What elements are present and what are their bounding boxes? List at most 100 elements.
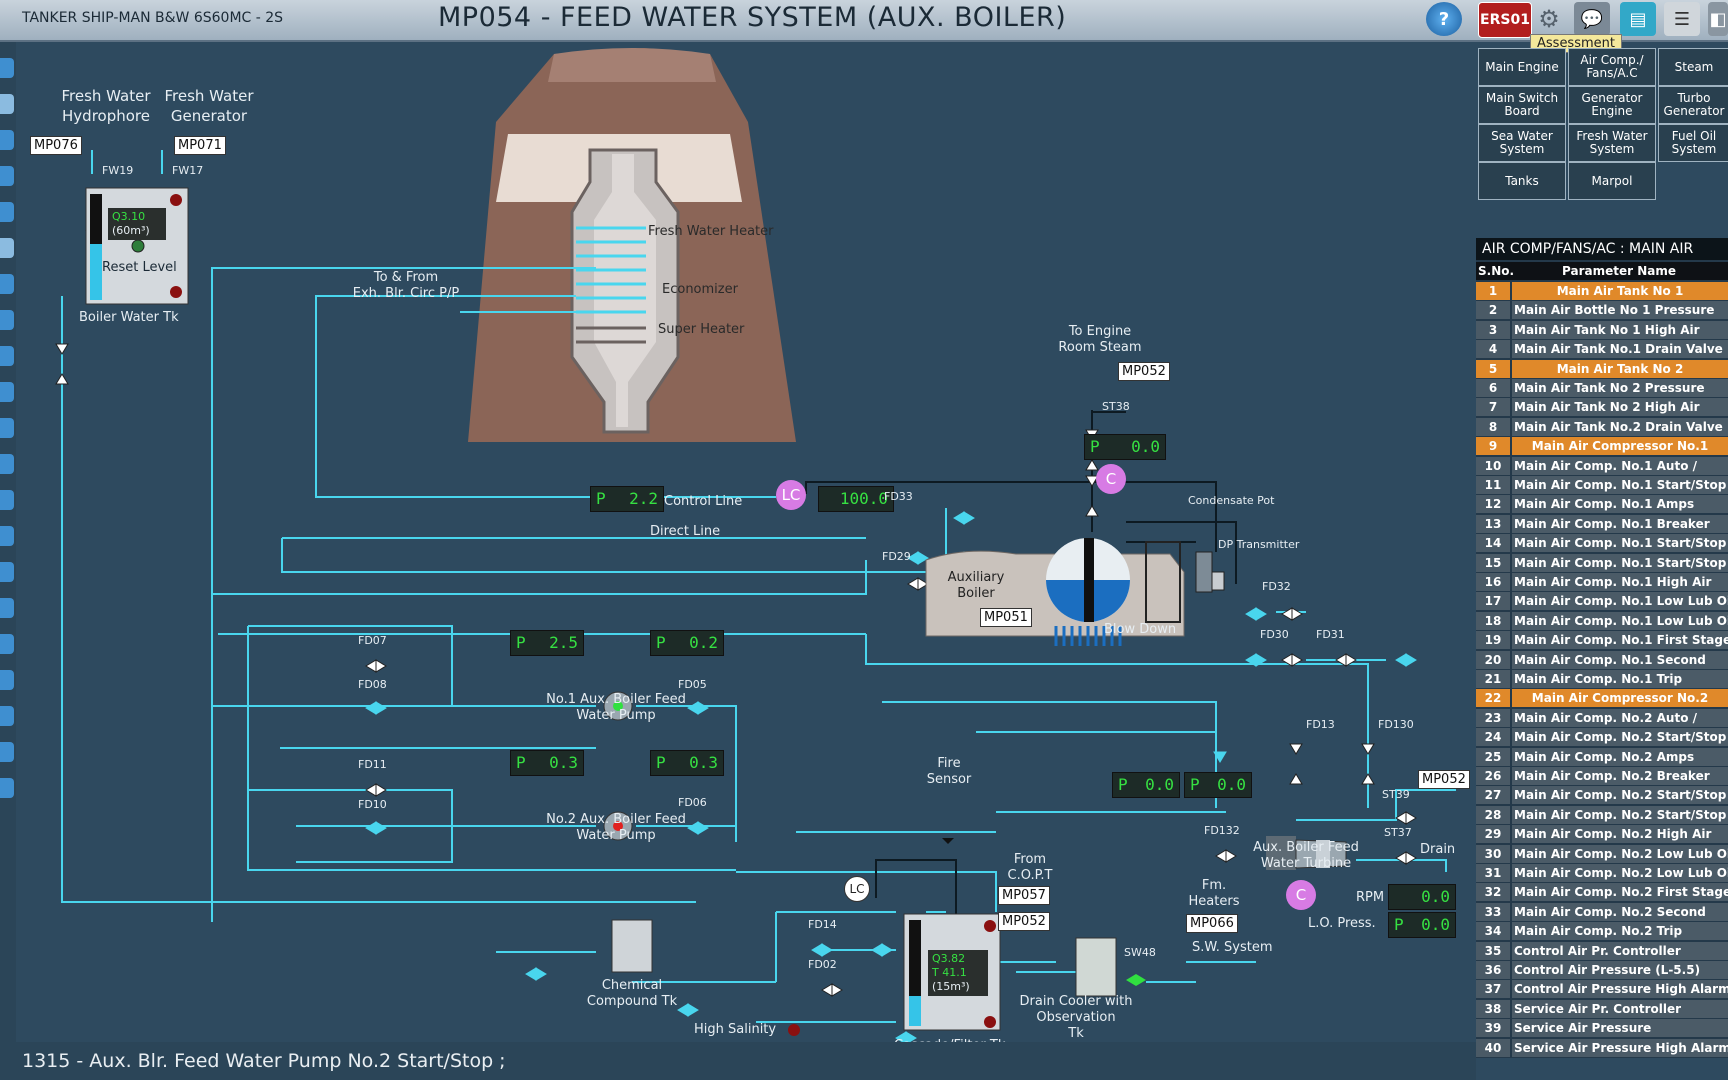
turbine-controller[interactable]: C xyxy=(1286,880,1316,910)
chat-icon[interactable]: 💬 xyxy=(1574,2,1610,36)
parameter-row-name: Main Air Comp. No.1 Start/Stop xyxy=(1512,476,1728,494)
parameter-row-name: Main Air Comp. No.1 Trip xyxy=(1512,670,1728,688)
reset-level-button[interactable]: Reset Level xyxy=(102,260,177,275)
nav-air-comp[interactable]: Air Comp./ Fans/A.C xyxy=(1568,48,1656,86)
nav-fresh-water[interactable]: Fresh Water System xyxy=(1568,124,1656,162)
mp066-link[interactable]: MP066 xyxy=(1186,914,1238,933)
mp076-link[interactable]: MP076 xyxy=(30,136,82,155)
left-tab[interactable] xyxy=(0,418,14,438)
parameter-row-number: 7 xyxy=(1476,398,1510,417)
nav-tanks[interactable]: Tanks xyxy=(1478,162,1566,200)
left-tab[interactable] xyxy=(0,238,14,258)
pressure-controller[interactable]: C xyxy=(1096,464,1126,494)
mp057-link[interactable]: MP057 xyxy=(998,886,1050,905)
nav-main-switch-board[interactable]: Main Switch Board xyxy=(1478,86,1566,124)
left-tab[interactable] xyxy=(0,706,14,726)
nav-steam[interactable]: Steam xyxy=(1658,48,1728,86)
list-icon[interactable]: ☰ xyxy=(1664,2,1700,36)
help-icon[interactable]: ? xyxy=(1426,2,1462,36)
left-tab[interactable] xyxy=(0,310,14,330)
left-tab[interactable] xyxy=(0,778,14,798)
pump2-label: No.2 Aux. Boiler Feed Water Pump xyxy=(546,812,686,843)
nav-marpol[interactable]: Marpol xyxy=(1568,162,1656,200)
left-tab[interactable] xyxy=(0,490,14,510)
nav-sea-water[interactable]: Sea Water System xyxy=(1478,124,1566,162)
mp052-turbine-link[interactable]: MP052 xyxy=(1418,770,1470,789)
level-controller[interactable]: LC xyxy=(776,480,806,510)
left-tab[interactable] xyxy=(0,454,14,474)
mp052-copt-link[interactable]: MP052 xyxy=(998,912,1050,931)
left-tab[interactable] xyxy=(0,346,14,366)
mp051-link[interactable]: MP051 xyxy=(980,608,1032,627)
document-icon[interactable]: ▤ xyxy=(1620,2,1656,36)
left-tab[interactable] xyxy=(0,598,14,618)
mp052-link[interactable]: MP052 xyxy=(1118,362,1170,381)
parameter-row-name: Service Air Pressure xyxy=(1512,1019,1728,1038)
left-tab[interactable] xyxy=(0,562,14,582)
left-tab[interactable] xyxy=(0,58,14,78)
left-tab[interactable] xyxy=(0,670,14,690)
mp071-link[interactable]: MP071 xyxy=(174,136,226,155)
parameter-row-number: 22 xyxy=(1476,689,1510,708)
close-icon[interactable]: ◧ xyxy=(1708,2,1728,36)
left-tab[interactable] xyxy=(0,634,14,654)
gear-icon[interactable]: ⚙ xyxy=(1538,5,1560,33)
nav-fuel-oil[interactable]: Fuel Oil System xyxy=(1658,124,1728,162)
left-tab[interactable] xyxy=(0,166,14,186)
user-badge[interactable]: ERS01 xyxy=(1478,2,1532,38)
left-tab[interactable] xyxy=(0,382,14,402)
left-tab[interactable] xyxy=(0,94,14,114)
left-tab[interactable] xyxy=(0,130,14,150)
left-tab[interactable] xyxy=(0,526,14,546)
left-tab[interactable] xyxy=(0,274,14,294)
nav-main-engine[interactable]: Main Engine xyxy=(1478,48,1566,86)
cascade-level-controller[interactable]: LC xyxy=(844,876,870,902)
fd32-label: FD32 xyxy=(1262,580,1291,593)
nav-turbo-generator[interactable]: Turbo Generator xyxy=(1658,86,1728,124)
left-tab[interactable] xyxy=(0,202,14,222)
nav-generator-engine[interactable]: Generator Engine xyxy=(1568,86,1656,124)
left-tab[interactable] xyxy=(0,742,14,762)
